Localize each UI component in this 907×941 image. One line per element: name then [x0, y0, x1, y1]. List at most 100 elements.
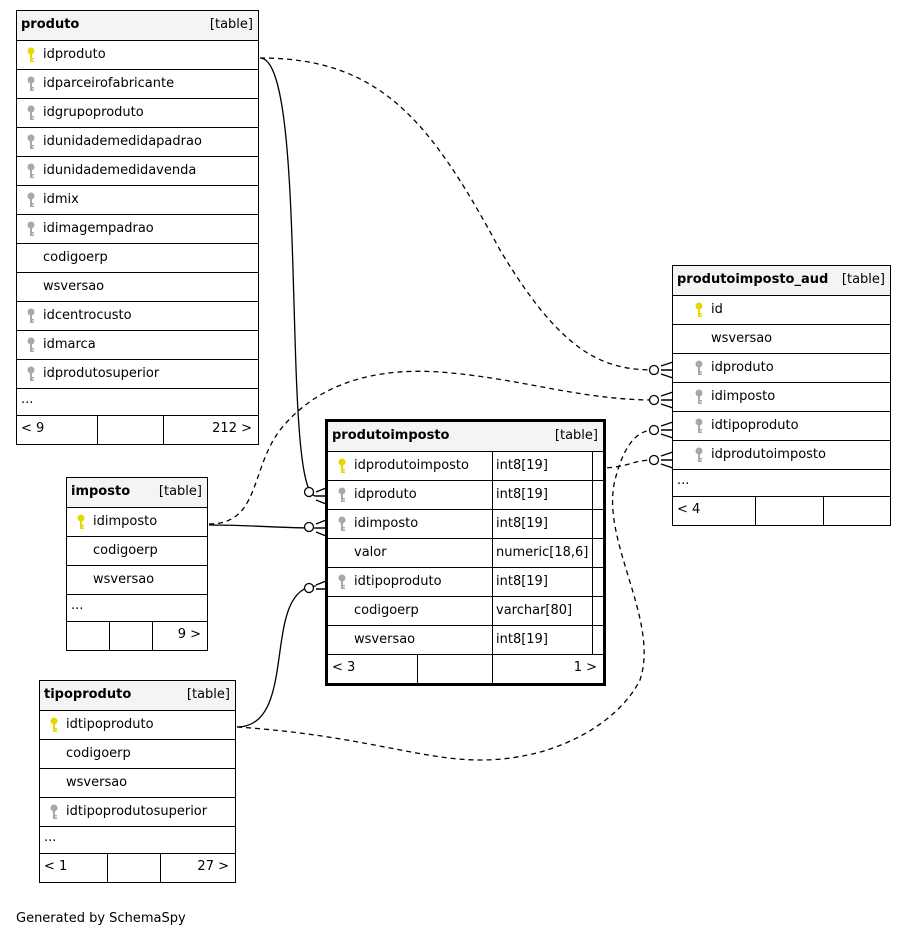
parents-count[interactable]: < 1	[44, 859, 68, 874]
column-row[interactable]: wsversao	[673, 325, 890, 354]
column-name: codigoerp	[354, 603, 419, 618]
footer-divider	[152, 622, 153, 650]
column-row[interactable]: idparceirofabricante	[17, 70, 258, 99]
parents-count[interactable]: < 4	[677, 502, 701, 517]
table-produtoimposto-aud[interactable]: produtoimposto_aud[table]id wsversao idpro…	[672, 265, 891, 526]
table-footer: < 4	[673, 497, 890, 525]
children-count[interactable]: 27 >	[197, 859, 229, 874]
column-row[interactable]: idimposto int8[19]	[328, 510, 603, 539]
footer-divider	[755, 497, 756, 525]
table-header: imposto [table]	[67, 478, 207, 508]
column-row[interactable]: codigoerp	[40, 740, 235, 769]
column-row[interactable]: wsversao	[40, 769, 235, 798]
column-row[interactable]: codigoerp	[67, 537, 207, 566]
foreign-key-icon	[27, 134, 35, 150]
column-row[interactable]: idproduto	[673, 354, 890, 383]
column-row[interactable]: idprodutoimposto	[673, 441, 890, 470]
edge-end-circle	[303, 582, 315, 594]
column-name: idmarca	[43, 337, 96, 352]
table-name: imposto	[71, 484, 131, 499]
edge-end-circle	[303, 521, 315, 533]
column-type: varchar[80]	[492, 597, 593, 625]
column-name: idproduto	[43, 47, 106, 62]
table-header: produtoimposto_aud[table]	[673, 266, 890, 296]
more-columns-row[interactable]: ...	[67, 595, 207, 622]
column-row[interactable]: idunidademedidavenda	[17, 157, 258, 186]
table-header: tipoproduto[table]	[40, 681, 235, 711]
column-row[interactable]: wsversao	[67, 566, 207, 595]
column-type: int8[19]	[492, 510, 593, 538]
column-name: id	[711, 302, 723, 317]
foreign-key-icon	[27, 76, 35, 92]
column-row[interactable]: id	[673, 296, 890, 325]
column-row[interactable]: idtipoproduto	[673, 412, 890, 441]
children-count[interactable]: 9 >	[177, 627, 201, 642]
children-count[interactable]: 212 >	[212, 421, 252, 436]
edge-end-circle	[648, 394, 660, 406]
column-name: idproduto	[354, 487, 417, 502]
column-row[interactable]: codigoerp	[17, 244, 258, 273]
column-name: idunidademedidapadrao	[43, 134, 202, 149]
footer-divider	[109, 622, 110, 650]
column-row[interactable]: idunidademedidapadrao	[17, 128, 258, 157]
more-columns-row[interactable]: ...	[673, 470, 890, 497]
column-row[interactable]: idtipoprodutosuperior	[40, 798, 235, 827]
column-row[interactable]: idprodutosuperior	[17, 360, 258, 389]
parents-count[interactable]: < 3	[332, 660, 356, 675]
column-name: idimposto	[354, 516, 419, 531]
table-footer: < 9 212 >	[17, 416, 258, 444]
table-header: produto[table]	[17, 11, 258, 41]
column-name: idtipoproduto	[66, 717, 154, 732]
foreign-key-icon	[695, 447, 703, 463]
column-name: wsversao	[711, 331, 773, 346]
column-name: idtipoproduto	[711, 418, 799, 433]
table-type-tag: [table]	[186, 687, 230, 702]
edge-produto-produtoimposto	[259, 57, 317, 497]
primary-key-icon	[338, 458, 346, 474]
column-row[interactable]: idimposto	[67, 508, 207, 537]
table-footer: 9 >	[67, 622, 207, 650]
column-name: idprodutoimposto	[711, 447, 826, 462]
parents-count[interactable]: < 9	[21, 421, 45, 436]
table-type-tag: [table]	[158, 484, 202, 499]
column-row[interactable]: codigoerp varchar[80]	[328, 597, 603, 626]
footer-divider	[97, 416, 98, 444]
column-row[interactable]: idproduto	[17, 41, 258, 70]
column-row[interactable]: idmarca	[17, 331, 258, 360]
table-tipoproduto[interactable]: tipoproduto[table] idtipoproduto codigoerp…	[39, 680, 236, 883]
children-count[interactable]: 1 >	[573, 660, 597, 675]
more-indicator: ...	[71, 598, 84, 613]
column-row[interactable]: idimposto	[673, 383, 890, 412]
more-indicator: ...	[21, 392, 34, 407]
foreign-key-icon	[338, 516, 346, 532]
table-produto[interactable]: produto[table] idproduto idparceirofabrica…	[16, 10, 259, 445]
column-row[interactable]: idgrupoproduto	[17, 99, 258, 128]
foreign-key-icon	[338, 574, 346, 590]
foreign-key-icon	[695, 389, 703, 405]
column-row[interactable]: idtipoproduto	[40, 711, 235, 740]
table-type-tag: [table]	[554, 428, 598, 443]
more-columns-row[interactable]: ...	[40, 827, 235, 854]
table-footer: < 3 1 >	[328, 655, 603, 683]
column-row[interactable]: idcentrocusto	[17, 302, 258, 331]
more-columns-row[interactable]: ...	[17, 389, 258, 416]
column-name: codigoerp	[43, 250, 108, 265]
column-name: idimposto	[93, 514, 158, 529]
column-row[interactable]: idmix	[17, 186, 258, 215]
column-row[interactable]: idimagempadrao	[17, 215, 258, 244]
column-name: idimagempadrao	[43, 221, 154, 236]
column-name: codigoerp	[66, 746, 131, 761]
foreign-key-icon	[27, 366, 35, 382]
foreign-key-icon	[27, 337, 35, 353]
table-name: produto	[21, 17, 80, 32]
column-name: idimposto	[711, 389, 776, 404]
column-name: idgrupoproduto	[43, 105, 144, 120]
column-row[interactable]: wsversao	[17, 273, 258, 302]
